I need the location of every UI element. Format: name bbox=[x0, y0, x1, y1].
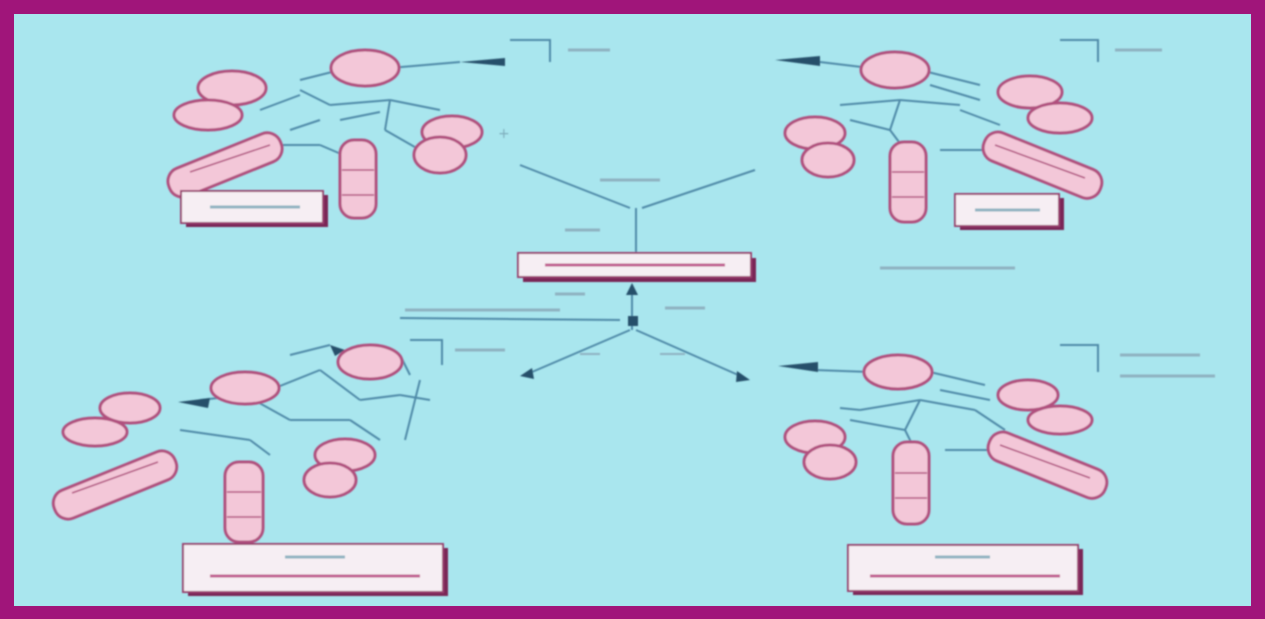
central-reaction-paths: + bbox=[399, 126, 1015, 382]
complex-bottom-right bbox=[778, 344, 1215, 595]
complex-bottom-left bbox=[51, 339, 505, 596]
positive-charge-label: + bbox=[498, 126, 510, 142]
complex-top-right bbox=[775, 39, 1162, 230]
complex-top-left bbox=[166, 39, 610, 227]
